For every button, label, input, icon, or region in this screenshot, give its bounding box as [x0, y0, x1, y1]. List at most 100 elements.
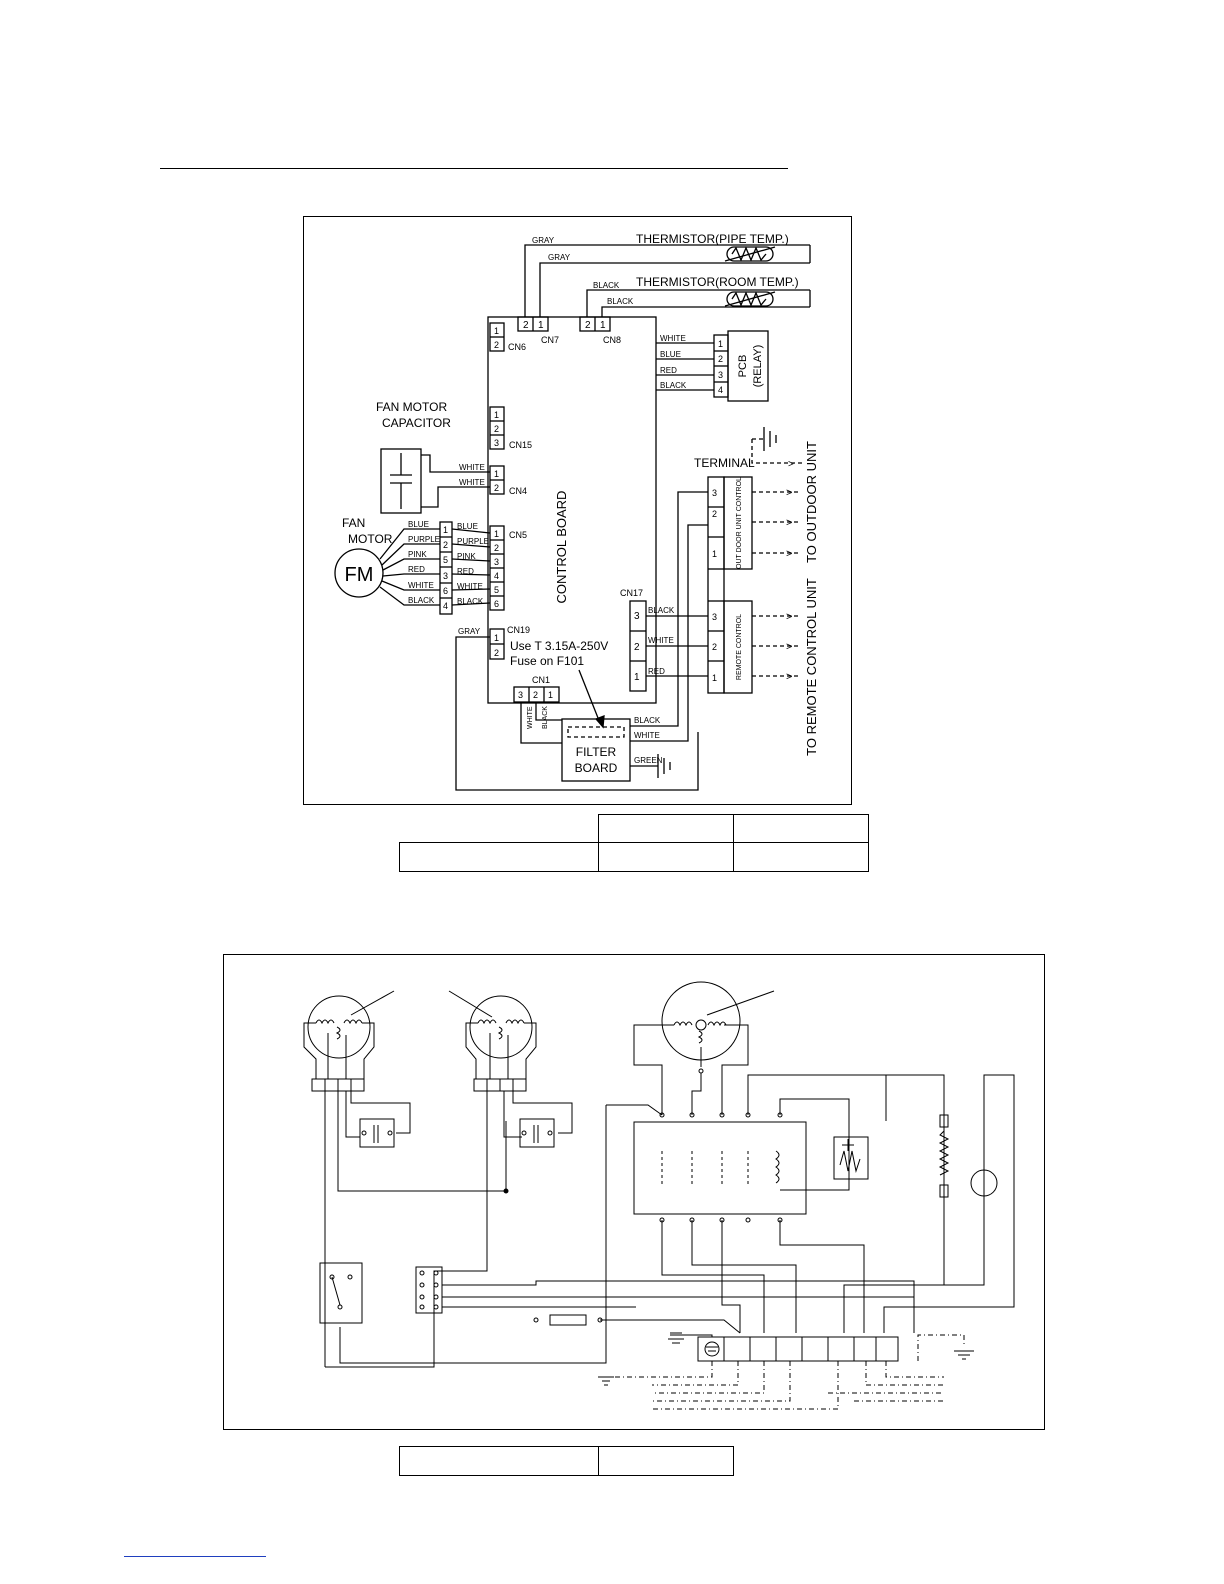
cn1-label: CN1: [532, 675, 550, 685]
caption-cell-1: [598, 814, 734, 843]
terminal-block-bottom: [697, 1336, 899, 1362]
motor-wire-white: WHITE: [408, 581, 434, 590]
to-remote-control-unit-label: TO REMOTE CONTROL UNIT: [804, 578, 819, 756]
cn6-pin-1: 1: [494, 326, 499, 336]
cn19-pin-2: 2: [494, 648, 499, 658]
wiring-diagram-1-svg: CONTROL BOARD 2 1 CN7 2 1 CN8 GRAY GRAY …: [334, 232, 819, 791]
caption-cell-5: [733, 842, 869, 872]
ground-top-right: [751, 438, 802, 464]
arrow-rc-2: >: [786, 641, 792, 653]
motor-wire-black: BLACK: [408, 596, 435, 605]
filter-wire-green: GREEN: [634, 756, 663, 765]
terminal-block: [707, 476, 725, 694]
caption2-cell-2: [598, 1446, 734, 1476]
motor-wire-red: RED: [408, 565, 425, 574]
cn15-pin-1: 1: [494, 410, 499, 420]
caption-cell-2: [733, 814, 869, 843]
terminal-label: TERMINAL: [694, 456, 755, 470]
fan-motor-capacitor-label-2: CAPACITOR: [382, 416, 451, 430]
cn5-wire-purple: PURPLE: [457, 537, 489, 546]
cn17-pin-3: 3: [634, 611, 640, 622]
motor-pin-2: 2: [443, 540, 448, 550]
diagram1-caption-table: [399, 814, 869, 872]
motor-wire-blue: BLUE: [408, 520, 429, 529]
fan-motor-fm: FM: [345, 564, 374, 586]
motor-pin-3: 3: [443, 571, 448, 581]
cn8-label: CN8: [603, 335, 621, 345]
cn5-label: CN5: [509, 530, 527, 540]
cn15-label: CN15: [509, 440, 532, 450]
relay-left: [319, 1262, 363, 1324]
pcb-label: PCB: [737, 355, 749, 378]
fan-motor: [334, 548, 384, 598]
pcb-wire-blue: BLUE: [660, 350, 681, 359]
wiring-diagram-2-svg: [303, 981, 1015, 1410]
pcb-wire-white: WHITE: [660, 334, 686, 343]
motor-wire-pink: PINK: [408, 550, 427, 559]
diagram2-caption-table: [399, 1446, 734, 1476]
cn7-pin-2: 2: [523, 320, 529, 331]
cn17-wire-red: RED: [648, 667, 665, 676]
cn5-pin-3: 3: [494, 557, 499, 567]
pcb-pin-4: 4: [718, 385, 723, 395]
fan-motor-wires: BLUE PURPLE PINK RED WHITE BLACK 1 2 5 3…: [379, 520, 491, 615]
to-outdoor-unit-label: TO OUTDOOR UNIT: [804, 441, 819, 563]
cn5-pin-4: 4: [494, 571, 499, 581]
outdoor-unit-control-label: OUT DOOR UNIT CONTROL: [736, 477, 743, 569]
control-board: [487, 316, 657, 704]
fan-motor-label-1: FAN: [342, 516, 365, 530]
selector-switch: [415, 1266, 443, 1314]
arrow-out-2: >: [786, 517, 792, 529]
terminal-rc-pin-1: 1: [712, 673, 717, 683]
thermistor-room-label: THERMISTOR(ROOM TEMP.): [636, 275, 799, 289]
terminal-rc-pin-2: 2: [712, 642, 717, 652]
arrow-out-1: >: [786, 548, 792, 560]
fan-motor-label-2: MOTOR: [348, 532, 393, 546]
filter-board-label-1: FILTER: [576, 745, 617, 759]
cn5-pin-5: 5: [494, 585, 499, 595]
cn1-pin-2: 2: [533, 690, 538, 700]
filter-wire-white: WHITE: [634, 731, 660, 740]
caption-cell-3: [399, 842, 599, 872]
fuse-note-line-2: Fuse on F101: [510, 654, 584, 668]
motor-wire-purple: PURPLE: [408, 535, 440, 544]
cn5-pin-1: 1: [494, 529, 499, 539]
caption-cell-4: [598, 842, 734, 872]
control-board-label: CONTROL BOARD: [554, 491, 569, 604]
motor-pin-1: 1: [443, 525, 448, 535]
pcb-pin-1: 1: [718, 339, 723, 349]
cn8-pin-2: 2: [585, 320, 591, 331]
pcb-pin-2: 2: [718, 354, 723, 364]
motor-pin-4: 4: [443, 601, 448, 611]
motor-1: [303, 990, 507, 1367]
cn1-pin-1: 1: [548, 690, 553, 700]
wire-black-1: BLACK: [593, 281, 620, 290]
fan-motor-capacitor-label-1: FAN MOTOR: [376, 400, 447, 414]
cn7-pin-1: 1: [538, 320, 544, 331]
cn17-pin-1: 1: [634, 672, 640, 683]
cn15-pin-2: 2: [494, 424, 499, 434]
cn5-wire-red: RED: [457, 567, 474, 576]
contactor-terminals: [659, 1112, 783, 1223]
cn1-pin-3: 3: [518, 690, 523, 700]
fuse: [549, 1314, 587, 1326]
cn5-wire-blue: BLUE: [457, 522, 478, 531]
terminal-out-pin-2: 2: [712, 509, 717, 519]
terminal-out-pin-3: 3: [712, 488, 717, 498]
footer-link-underline: [124, 1556, 266, 1557]
motor-3: [633, 981, 775, 1115]
fan-motor-capacitor: [380, 448, 422, 514]
cn19-pin-1: 1: [494, 633, 499, 643]
contactor: [633, 1121, 807, 1215]
cn4-pin-2: 2: [494, 483, 499, 493]
cn5-pin-2: 2: [494, 543, 499, 553]
pcb-relay-wiring: WHITE BLUE RED BLACK 1 2 3 4 PCB (RELAY): [656, 330, 769, 402]
cn6-label: CN6: [508, 342, 526, 352]
fuse-note-line-1: Use T 3.15A-250V: [510, 639, 608, 653]
cn19-label: CN19: [507, 625, 530, 635]
cn15-pin-3: 3: [494, 438, 499, 448]
cn17-wire-white: WHITE: [648, 636, 674, 645]
header-rule: [160, 168, 788, 169]
wire-gray-2: GRAY: [548, 253, 571, 262]
arrow-rc-3: >: [786, 611, 792, 623]
